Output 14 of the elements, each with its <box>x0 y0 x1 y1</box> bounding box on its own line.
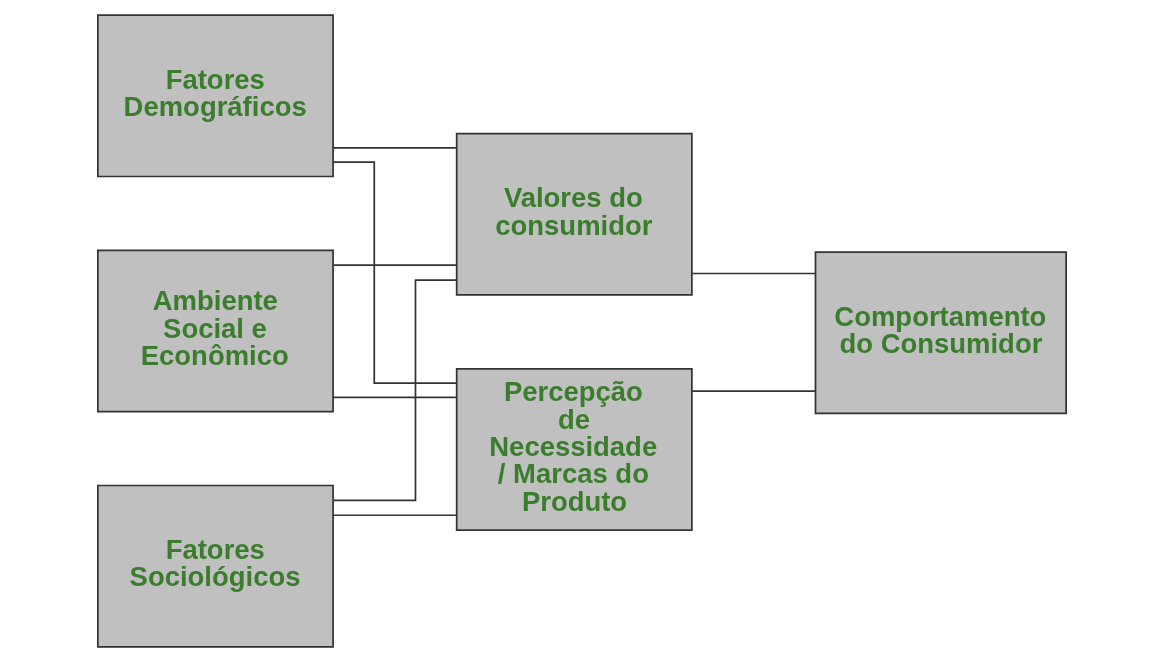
connector <box>332 264 458 267</box>
node-box: Fatores Demográficos <box>97 14 334 178</box>
connector <box>332 396 458 399</box>
connector <box>691 390 817 392</box>
connector <box>332 147 458 149</box>
connector <box>332 279 458 502</box>
connector <box>332 161 458 384</box>
node-box: Fatores Sociológicos <box>97 484 334 648</box>
node-box: Valores do consumidor <box>455 132 693 296</box>
node-box: Ambiente Social e Econômico <box>97 249 334 413</box>
node-box: Comportamento do Consumidor <box>814 251 1067 415</box>
node-box: Percepção de Necessidade / Marcas do Produto <box>455 367 693 531</box>
connector <box>332 514 458 517</box>
connector <box>691 272 817 275</box>
